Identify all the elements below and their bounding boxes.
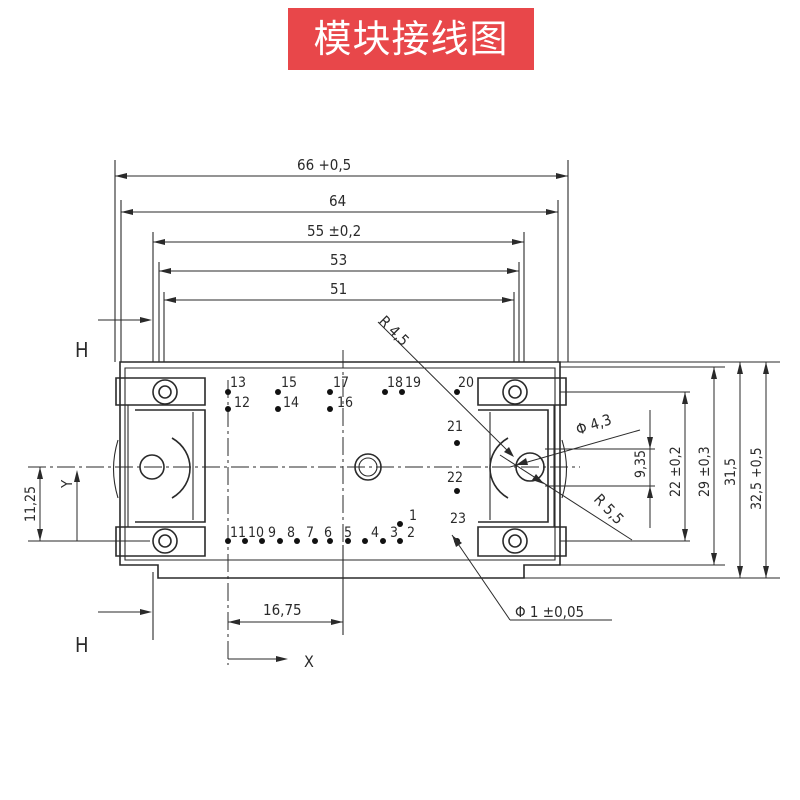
dim-height-935: 9,35 [633,450,649,478]
axis-label-x: X [304,652,314,671]
pin-label-18: 18 [387,375,403,391]
pin-label-1: 1 [409,508,417,524]
pin-label-19: 19 [405,375,421,391]
dim-width-64: 64 [329,192,346,210]
pin-label-21: 21 [447,419,463,435]
module-body [112,361,568,579]
dim-overall-width: 66 +0,5 [297,156,351,174]
right-dimensions: 9,35 22 ±0,2 29 ±0,3 31,5 32,5 +0,5 [524,361,780,579]
pin-label-8: 8 [287,525,295,541]
pin-label-15: 15 [281,375,297,391]
dim-height-325: 32,5 +0,5 [749,447,765,510]
pin-label-6: 6 [324,525,332,541]
dim-hole-spacing: 55 ±0,2 [307,222,361,240]
center-lines [28,350,580,665]
left-dimensions: 11,25 Y [23,467,150,542]
section-label-top: H [75,338,89,362]
pin-label-11: 11 [230,525,246,541]
pin-label-4: 4 [371,525,379,541]
top-dimensions: 66 +0,5 64 55 ±0,2 53 51 [114,156,569,362]
dim-height-315: 31,5 [723,458,739,486]
pin-label-22: 22 [447,470,463,486]
pin-label-5: 5 [344,525,352,541]
pin-label-9: 9 [268,525,276,541]
dim-offset-y: 11,25 [23,486,39,522]
pin-label-7: 7 [306,525,314,541]
dim-pitch: 16,75 [263,601,302,619]
axis-label-y: Y [58,479,76,489]
dim-pin-diameter: Φ 1 ±0,05 [515,603,584,621]
pin-label-12: 12 [234,395,250,411]
dim-width-51: 51 [330,280,347,298]
pin-label-10: 10 [248,525,264,541]
dim-radius-55: R 5,5 [590,490,627,528]
mounting-holes [139,379,545,554]
dim-radius-45: R 4,5 [375,312,413,350]
dim-width-53: 53 [330,251,347,269]
pin-label-20: 20 [458,375,474,391]
dim-height-29: 29 ±0,3 [697,446,713,497]
pin-label-2: 2 [407,525,415,541]
diagram-title-banner: 模块接线图 [288,8,534,70]
section-label-bottom: H [75,633,89,657]
pin-label-14: 14 [283,395,299,411]
pin-labels: 13 12 15 14 17 16 18 19 20 21 22 23 1 2 … [230,375,474,541]
bottom-dimensions: 16,75 X [228,545,344,671]
dim-hole-diameter: Φ 4,3 [574,410,614,438]
pin-label-17: 17 [333,375,349,391]
pin-label-23: 23 [450,511,466,527]
pin-label-16: 16 [337,395,353,411]
pin-label-3: 3 [390,525,398,541]
section-markers: H H [75,317,154,657]
dim-height-22: 22 ±0,2 [668,446,684,497]
pin-label-13: 13 [230,375,246,391]
pin-dots [225,389,460,544]
